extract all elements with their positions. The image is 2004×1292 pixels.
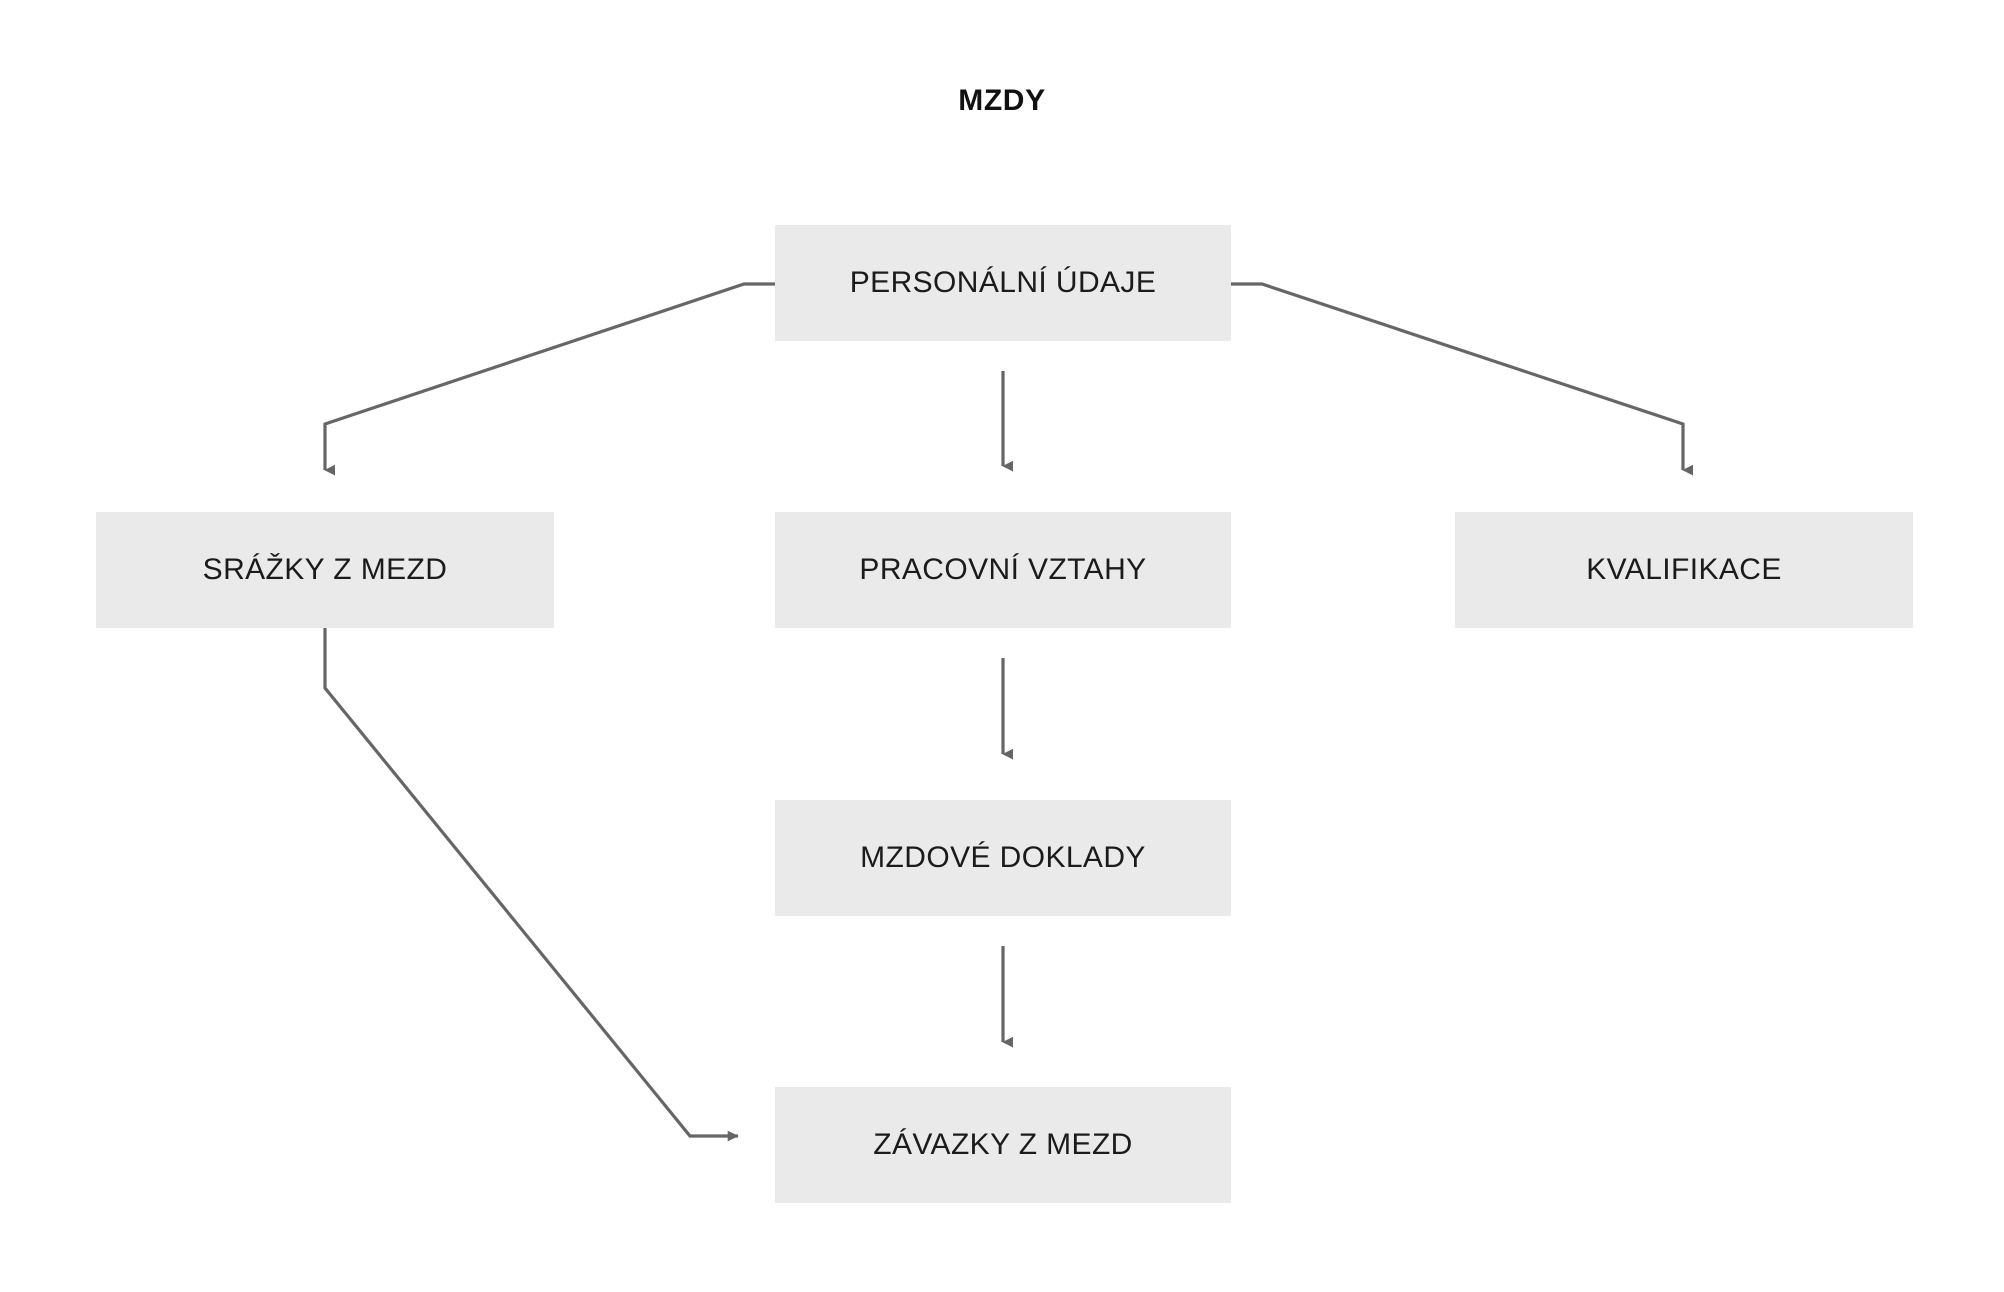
node-kvalifikace[interactable]: KVALIFIKACE [1455, 512, 1913, 628]
diagram-title: MZDY [958, 84, 1046, 117]
node-label: MZDOVÉ DOKLADY [860, 841, 1146, 874]
node-label: PRACOVNÍ VZTAHY [859, 553, 1147, 586]
edge-srazky-z-mezd-to-zavazky-z-mezd [323, 628, 739, 1142]
edge-personalni-udaje-to-kvalifikace [1231, 282, 1693, 476]
node-label: ZÁVAZKY Z MEZD [873, 1128, 1133, 1161]
node-mzdove-doklady[interactable]: MZDOVÉ DOKLADY [775, 800, 1231, 916]
node-label: SRÁŽKY Z MEZD [202, 553, 448, 586]
node-zavazky-z-mezd[interactable]: ZÁVAZKY Z MEZD [775, 1087, 1231, 1203]
node-pracovni-vztahy[interactable]: PRACOVNÍ VZTAHY [775, 512, 1231, 628]
node-label: PERSONÁLNÍ ÚDAJE [849, 266, 1157, 299]
node-personalni-udaje[interactable]: PERSONÁLNÍ ÚDAJE [775, 225, 1231, 341]
node-srazky-z-mezd[interactable]: SRÁŽKY Z MEZD [96, 512, 554, 628]
edge-personalni-udaje-to-srazky-z-mezd [323, 282, 775, 476]
node-label: KVALIFIKACE [1586, 553, 1782, 586]
